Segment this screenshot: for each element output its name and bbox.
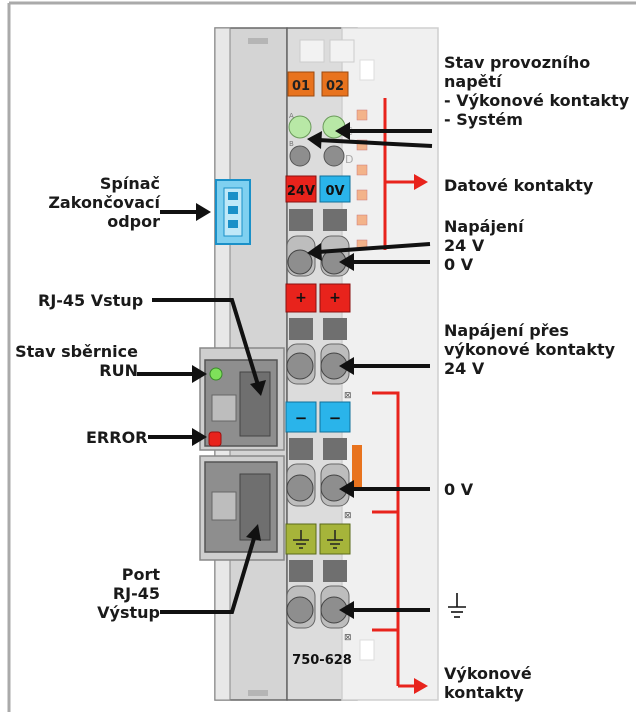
power-minus-terminals: − − ⊠ (285, 401, 352, 521)
label-rj45-vstup: RJ-45 Vstup (38, 291, 144, 310)
label-spinac-zakoncovaci-odpor: Spínač Zakončovací odpor (48, 174, 160, 231)
label-stav-provozniho-napeti: Stav provozního napětí - Výkonové kontak… (444, 53, 630, 129)
error-led (208, 431, 222, 447)
svg-text:⊠: ⊠ (344, 633, 352, 643)
led-letter-d: D (345, 153, 353, 166)
ground-symbol-icon (448, 593, 466, 618)
status-leds: 01 02 A B C D (287, 71, 353, 167)
termination-switch (215, 179, 251, 245)
data-contacts (356, 109, 368, 251)
rj45-output-port (199, 455, 285, 561)
led-02-label: 02 (326, 79, 344, 94)
supply-0v-label: 0V (325, 184, 344, 199)
led-letter-a: A (289, 112, 294, 120)
red-arrows (372, 98, 428, 694)
label-vykonove-kontakty: Výkonové kontakty (444, 664, 532, 702)
led-letter-b: B (289, 140, 294, 148)
power-plus-terminals: + + ⊠ (285, 283, 352, 401)
label-napajeni-24v: Napájení 24 V 0 V (444, 217, 524, 274)
minus-sign-2: − (329, 409, 342, 427)
minus-sign-1: − (295, 409, 308, 427)
plus-sign-2: + (329, 290, 341, 306)
supply-terminals: 24V 0V (285, 175, 351, 277)
supply-24v-label: 24V (287, 184, 315, 199)
label-datove-kontakty: Datové kontakty (444, 176, 594, 195)
plus-sign-1: + (295, 290, 307, 306)
run-led (209, 367, 223, 381)
label-napajeni-pres-vykonove-kontakty: Napájení přes výkonové kontakty 24 V (444, 321, 616, 378)
black-arrows (137, 122, 433, 619)
label-port-rj45-vystup: Port RJ-45 Výstup (97, 565, 160, 622)
model-number: 750-628 (292, 653, 352, 668)
led-01-label: 01 (292, 79, 310, 94)
svg-text:⊠: ⊠ (344, 391, 352, 401)
label-stav-sbernice-run: Stav sběrnice RUN (15, 342, 138, 380)
label-0v: 0 V (444, 480, 474, 499)
label-error: ERROR (86, 428, 148, 447)
svg-text:⊠: ⊠ (344, 511, 352, 521)
